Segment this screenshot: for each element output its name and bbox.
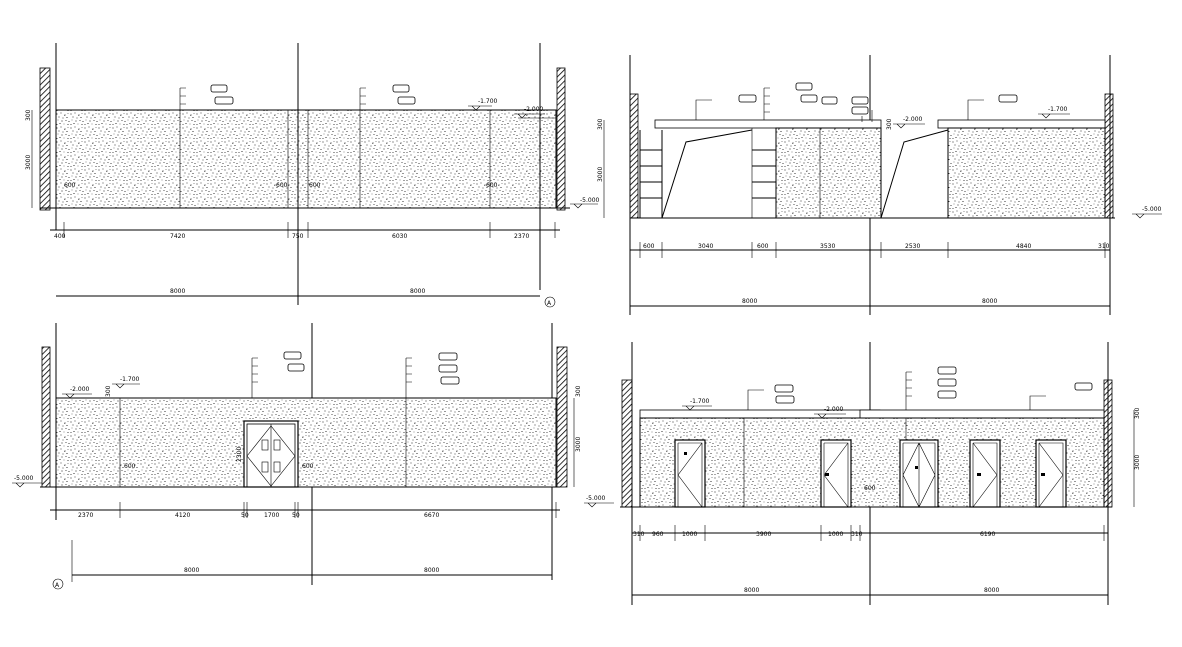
dim-label: 8000 [744, 587, 759, 594]
dim-label: 750 [292, 233, 304, 240]
door [899, 439, 939, 508]
material-tag [392, 84, 410, 93]
height-dim: 300 [25, 109, 32, 121]
door [1035, 439, 1067, 508]
dim-label: 400 [54, 233, 66, 240]
dim-label: 600 [757, 243, 769, 250]
height-dim: 2300 [236, 447, 243, 462]
wall-hatch-left [41, 346, 51, 488]
small-dim: 600 [486, 182, 498, 189]
level-label: -5.000 [1142, 206, 1162, 213]
height-dim: 3000 [597, 167, 604, 182]
small-dim: 600 [864, 485, 876, 492]
material-tag [214, 96, 234, 105]
dim-label: 1700 [264, 512, 279, 519]
small-dim: 600 [64, 182, 76, 189]
dim-label: 3530 [820, 243, 835, 250]
door [820, 439, 852, 508]
dim-label: 2370 [514, 233, 529, 240]
dim-label: 1000 [682, 531, 697, 538]
dim-label: 4840 [1016, 243, 1031, 250]
level-label: -5.000 [586, 495, 606, 502]
small-dim: 600 [276, 182, 288, 189]
small-dim: 600 [302, 463, 314, 470]
dim-label: 8000 [742, 298, 757, 305]
wall-hatch-left [39, 67, 51, 211]
axis-label: A [547, 300, 552, 307]
level-label: -2.000 [824, 406, 844, 413]
height-dim: 3000 [1134, 455, 1141, 470]
height-dim: 300 [105, 385, 112, 397]
height-dim: 3000 [575, 437, 582, 452]
height-dim: 300 [886, 118, 893, 130]
dim-label: 310 [1098, 243, 1110, 250]
level-label: -2.000 [70, 386, 90, 393]
stone-wall-panel [55, 397, 557, 488]
dim-label: 8000 [982, 298, 997, 305]
wall-hatch-right [556, 67, 566, 211]
wall-hatch-right [556, 346, 568, 488]
stone-wall-panel [775, 127, 882, 219]
elevation-bottom-right: -1.700 -2.000 -5.000 300 3000 600 310 96… [584, 342, 1141, 605]
stone-wall-panel [55, 109, 557, 209]
dim-label: 8000 [170, 288, 185, 295]
dim-label: 6030 [392, 233, 407, 240]
level-label: -5.000 [14, 475, 34, 482]
level-label: -1.700 [478, 98, 498, 105]
dim-label: 3040 [698, 243, 713, 250]
level-label: -1.700 [120, 376, 140, 383]
dim-label: 8000 [410, 288, 425, 295]
axis-label: A [55, 582, 60, 589]
level-label: -1.700 [690, 398, 710, 405]
dim-label: 600 [643, 243, 655, 250]
material-tag [397, 96, 416, 105]
axis-bubble [544, 296, 556, 308]
height-dim: 300 [575, 385, 582, 397]
door [674, 439, 706, 508]
wall-hatch-right [1104, 93, 1114, 219]
level-label: -1.700 [1048, 106, 1068, 113]
elevation-top-left: -1.700 -2.000 -5.000 300 3000 600 600 60… [25, 43, 600, 308]
door [969, 439, 1001, 508]
dim-label: 8000 [984, 587, 999, 594]
elevation-top-right: -2.000 -1.700 -5.000 300 3000 300 600 30… [597, 55, 1162, 315]
dim-label: 6190 [980, 531, 995, 538]
level-label: -2.000 [903, 116, 923, 123]
dim-label: 2530 [905, 243, 920, 250]
dim-label: 1000 [828, 531, 843, 538]
stone-wall-panel [639, 417, 1105, 508]
dim-label: 8000 [424, 567, 439, 574]
material-tag [210, 84, 228, 93]
dim-label: 3900 [756, 531, 771, 538]
wall-hatch-left [629, 93, 639, 219]
height-dim: 300 [597, 118, 604, 130]
wall-hatch-left [621, 379, 633, 508]
dim-label: 7420 [170, 233, 185, 240]
dim-label: 2370 [78, 512, 93, 519]
small-dim: 600 [309, 182, 321, 189]
dim-label: 50 [292, 512, 300, 519]
height-dim: 300 [1134, 407, 1141, 419]
dim-label: 960 [652, 531, 664, 538]
dim-label: 310 [633, 531, 645, 538]
dim-label: 4120 [175, 512, 190, 519]
dim-label: 8000 [184, 567, 199, 574]
level-label: -5.000 [580, 197, 600, 204]
small-dim: 600 [124, 463, 136, 470]
height-dim: 3000 [25, 155, 32, 170]
axis-bubble [52, 578, 64, 590]
level-label: -2.000 [524, 106, 544, 113]
dim-label: 6670 [424, 512, 439, 519]
elevation-bottom-left: -2.000 -1.700 -5.000 300 300 3000 2300 6… [12, 323, 582, 590]
dim-label: 310 [851, 531, 863, 538]
dim-label: 50 [241, 512, 249, 519]
stone-wall-panel [947, 127, 1106, 219]
